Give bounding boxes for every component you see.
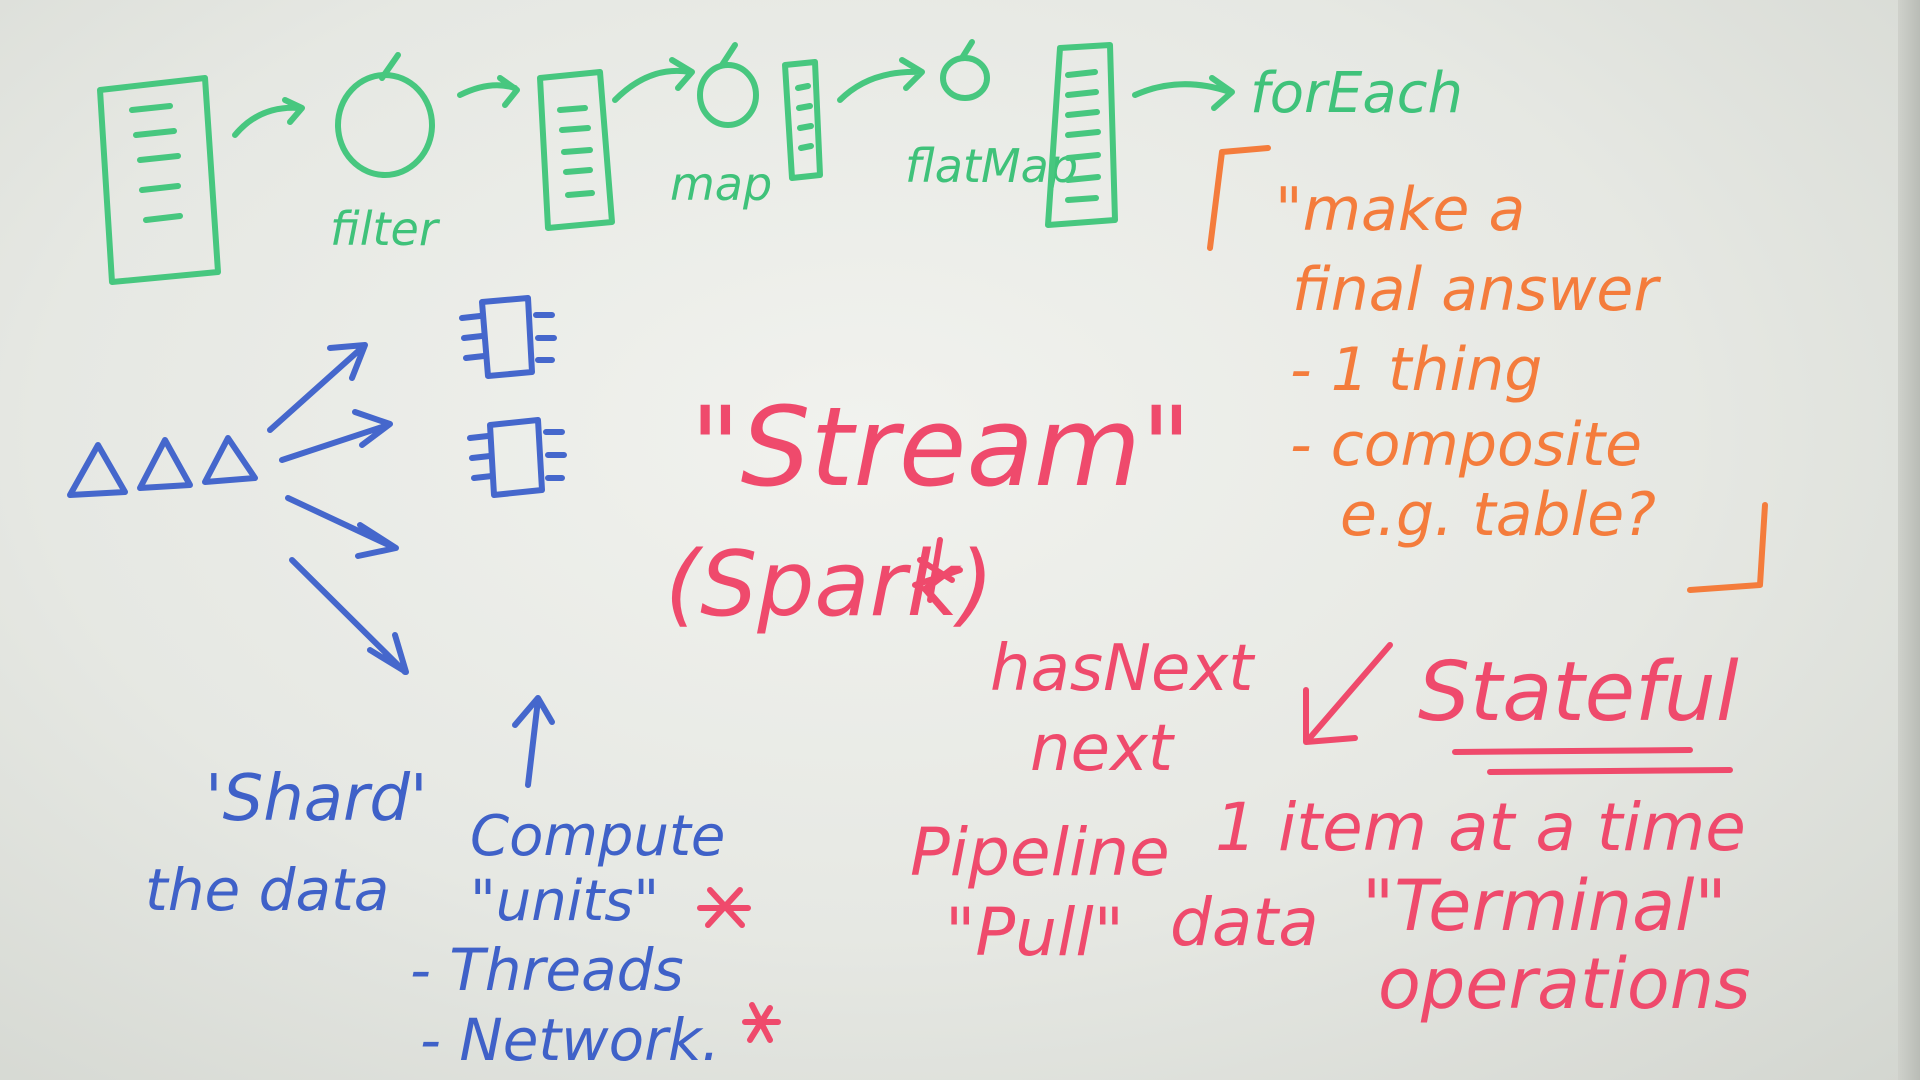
bracket-open: [1207, 145, 1271, 251]
terminal-label: "Terminal": [1362, 865, 1727, 947]
arrow-icon: [289, 557, 409, 675]
pipeline-diagram: filter map: [97, 39, 1463, 285]
cpu-chip-icon: [467, 417, 567, 498]
stream-notes: "Stream" (Spark) hasNext next Pipeline "…: [665, 383, 1751, 1025]
arrow-icon: [457, 75, 520, 108]
final-answer-note: "make a final answer - 1 thing - composi…: [1207, 145, 1768, 593]
arrow-icon: [285, 495, 399, 559]
compute-label: Compute: [470, 804, 725, 869]
next-label: next: [1030, 712, 1176, 786]
cpu-chip-icon: [459, 295, 557, 379]
arrow-icon: [267, 342, 368, 433]
document-icon: [537, 69, 615, 231]
data-triangles-icon: [67, 435, 258, 498]
item-at-a-time-label: 1 item at a time: [1215, 789, 1746, 866]
arrow-icon: [612, 57, 695, 103]
underline: [1452, 747, 1733, 775]
sharding-diagram: 'Shard' the data Compute "units" - Threa…: [67, 295, 781, 1074]
spark-label: (Spark): [665, 532, 994, 637]
operations-label: operations: [1378, 943, 1751, 1025]
arrow-icon: [1303, 642, 1393, 745]
bracket-close: [1687, 502, 1768, 593]
flatmap-icon: [940, 39, 990, 101]
stateful-label: Stateful: [1418, 645, 1739, 740]
star-mark-icon: [912, 537, 963, 603]
document-icon: [782, 59, 823, 181]
star-mark-icon: [697, 887, 751, 928]
pull-label: "Pull": [945, 894, 1124, 971]
has-next-label: hasNext: [990, 632, 1256, 706]
stream-title: "Stream": [690, 383, 1192, 511]
document-icon: [97, 75, 221, 285]
document-icon: [1045, 42, 1118, 228]
arrow-up-icon: [512, 695, 555, 788]
map-label: map: [670, 157, 772, 211]
threads-label: - Threads: [410, 936, 684, 1004]
filter-icon: [335, 52, 435, 178]
network-label: - Network.: [420, 1006, 720, 1074]
shard-label: 'Shard': [205, 762, 428, 836]
final-answer-line1: "make a: [1275, 175, 1525, 245]
arrow-icon: [279, 409, 393, 463]
star-mark-icon: [742, 1002, 781, 1043]
foreach-label: forEach: [1250, 61, 1463, 126]
filter-label: filter: [330, 202, 441, 256]
final-answer-line3: - 1 thing: [1290, 335, 1542, 405]
data-label: data: [1170, 884, 1319, 961]
arrow-icon: [1132, 75, 1235, 111]
pipeline-label: Pipeline: [910, 814, 1170, 891]
final-answer-line2: final answer: [1292, 255, 1661, 325]
the-data-label: the data: [145, 856, 389, 924]
whiteboard-edge: [1898, 0, 1920, 1080]
units-label: "units": [470, 869, 659, 934]
map-icon: [697, 42, 759, 128]
arrow-icon: [837, 57, 925, 103]
final-answer-line5: e.g. table?: [1340, 480, 1656, 550]
final-answer-line4: - composite: [1290, 410, 1642, 480]
arrow-icon: [232, 97, 305, 138]
